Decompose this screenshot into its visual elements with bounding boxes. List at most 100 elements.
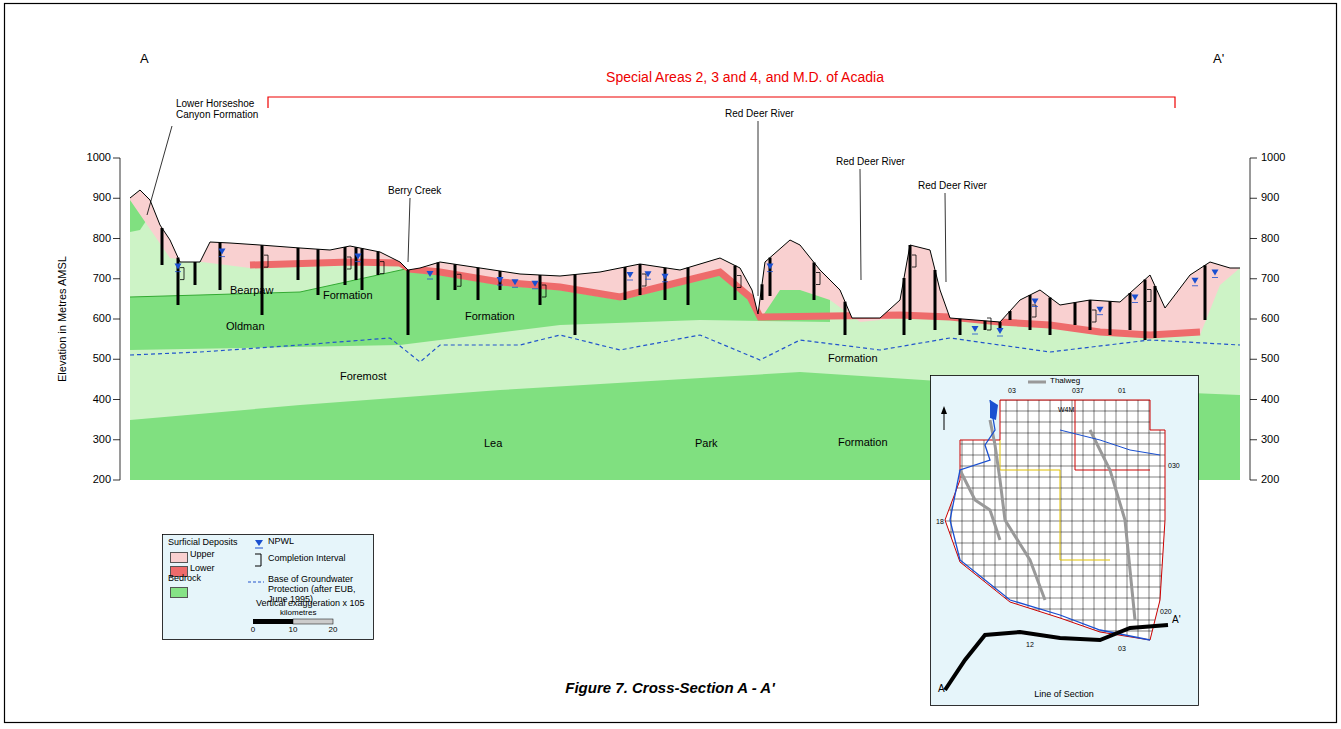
text-label: 01 (1118, 387, 1126, 395)
well-bore (1009, 311, 1012, 320)
axis-value: 800 (1261, 232, 1279, 244)
text-label: Formation (323, 289, 373, 301)
groundwater-protection-base (130, 335, 1240, 362)
npwl-marker (512, 287, 518, 288)
npwl-marker (532, 288, 538, 289)
npwl-marker (427, 271, 434, 277)
axis-tick (1250, 198, 1257, 199)
npwl-marker (997, 336, 1003, 337)
well-bore (161, 228, 164, 265)
text-label: A' (1213, 52, 1224, 66)
well-bore (1049, 298, 1052, 336)
npwl-marker (1192, 278, 1199, 284)
text-label: Thalweg (1050, 377, 1080, 386)
npwl-marker (662, 281, 668, 282)
npwl-marker (355, 254, 362, 260)
completion-interval (816, 273, 820, 285)
boundary-line (1075, 400, 1150, 470)
axis-tick (113, 439, 120, 440)
text-label: Bearpaw (230, 284, 273, 296)
lake (990, 400, 998, 420)
npwl-marker (219, 256, 225, 257)
text-label: kilometres (280, 609, 316, 618)
text-label: 10 (289, 626, 298, 635)
npwl-marker (972, 334, 978, 335)
axis-value: 200 (1261, 473, 1279, 485)
drawing-stroke (940, 631, 1170, 632)
npwl-marker (627, 280, 633, 281)
axis-value: 700 (1261, 272, 1279, 284)
inset-map-frame (931, 376, 1199, 706)
axis-value: 900 (93, 191, 111, 203)
drawing-stroke (940, 422, 1170, 423)
axis-tick (113, 359, 120, 360)
text-label: 03 (1008, 387, 1016, 395)
drawing-stroke (940, 455, 1170, 456)
thalweg (990, 420, 1045, 600)
well-bore (477, 268, 480, 300)
npwl-marker (219, 249, 226, 255)
scale-bar (253, 619, 293, 624)
axis-tick (113, 158, 120, 159)
well-bore (377, 252, 380, 275)
text-label: 20 (329, 626, 338, 635)
npwl-marker (662, 274, 669, 280)
npwl-marker (175, 271, 181, 272)
npwl-marker (767, 271, 773, 272)
text-label: Red Deer River (836, 156, 905, 167)
groundwater-base-symbol (248, 581, 264, 582)
river (950, 400, 1150, 640)
npwl-marker (532, 281, 539, 287)
axis-tick (1250, 158, 1257, 159)
completion-interval (457, 274, 461, 286)
npwl-marker (1212, 270, 1219, 276)
well-bore (1154, 286, 1157, 338)
axis-tick (1250, 319, 1257, 320)
leader-line (860, 169, 861, 280)
npwl-marker (1032, 299, 1039, 305)
axis-tick (113, 238, 120, 239)
well-bore (909, 245, 912, 320)
text-label: 020 (1160, 608, 1172, 616)
axis-value: 500 (93, 352, 111, 364)
well-bore (317, 249, 320, 295)
axis-tick (113, 480, 120, 481)
well-bore (355, 247, 358, 280)
well-bore (903, 278, 906, 335)
text-label: 18 (936, 518, 944, 526)
npwl-marker (355, 261, 361, 262)
drawing-stroke (940, 510, 1170, 511)
text-label: Formation (465, 310, 515, 322)
npwl-symbol (255, 548, 263, 549)
drawing-stroke (940, 543, 1170, 544)
well-bore (959, 319, 962, 335)
well-bore (1109, 301, 1112, 335)
well-bore (1144, 280, 1147, 341)
drawing-stroke (940, 565, 1170, 566)
thalweg (960, 470, 1000, 540)
township-grid (940, 395, 1170, 650)
axis-tick (1250, 278, 1257, 279)
axis-value: 900 (1261, 191, 1279, 203)
axis-tick (1250, 238, 1257, 239)
npwl-marker (645, 271, 652, 277)
well-bore (574, 275, 577, 336)
text-label: Surficial Deposits (168, 538, 238, 548)
text-label: Red Deer River (725, 108, 794, 119)
npwl-marker (175, 264, 182, 270)
text-label: Formation (838, 436, 888, 448)
north-arrow (941, 406, 947, 414)
drawing-stroke (940, 587, 1170, 588)
well-bore (454, 264, 457, 290)
legend-text: NPWL (268, 537, 294, 547)
well-bore (624, 267, 627, 300)
well-bore (297, 248, 300, 280)
axis-value: 800 (93, 232, 111, 244)
leader-line (147, 126, 172, 215)
completion-interval (380, 262, 384, 274)
axis-value: 400 (93, 393, 111, 405)
well-bore (984, 321, 987, 330)
area-bracket (268, 97, 1175, 108)
npwl-marker (1212, 277, 1218, 278)
axis-value: 600 (93, 312, 111, 324)
